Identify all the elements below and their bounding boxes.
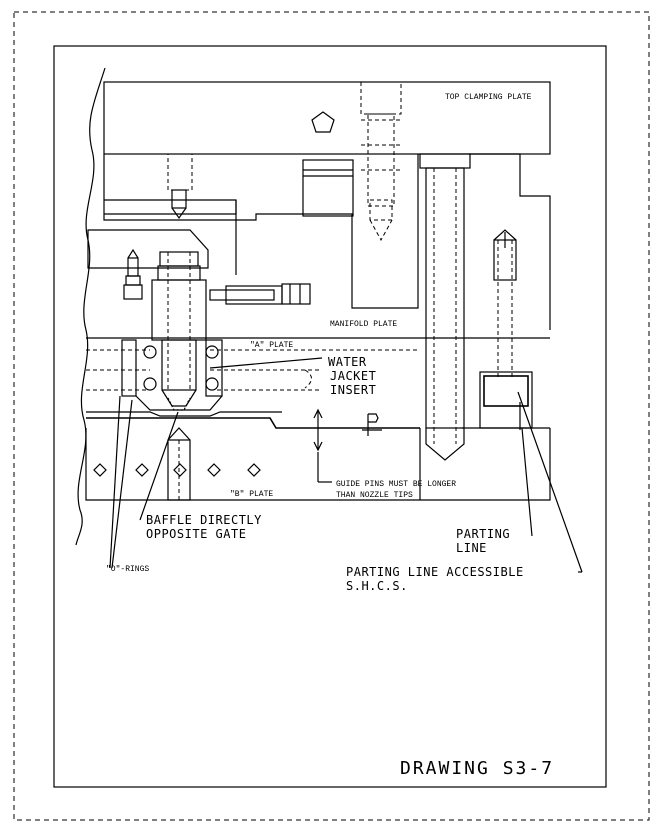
label-top-clamping-plate: TOP CLAMPING PLATE <box>445 93 532 102</box>
heater-cartridge <box>209 283 311 305</box>
label-a-plate: "A" PLATE <box>250 341 293 350</box>
manifold-inner-block <box>302 159 354 217</box>
guide-pin-large <box>419 153 471 461</box>
guide-pin-small <box>479 229 533 430</box>
label-parting-1: PARTING <box>456 527 510 541</box>
label-water: WATER <box>328 355 367 369</box>
inner-frame <box>53 45 607 788</box>
small-pin <box>123 248 143 300</box>
drawing-title: DRAWING S3-7 <box>400 758 554 779</box>
outer-dashed-border <box>13 11 650 821</box>
leader-lines <box>109 357 583 573</box>
label-parting-2: LINE <box>456 541 487 555</box>
a-plate <box>86 339 420 411</box>
label-baffle-1: BAFFLE DIRECTLY <box>146 513 262 527</box>
manifold-plate <box>103 154 419 309</box>
heater-pin <box>167 153 193 220</box>
label-o-rings: "O"-RINGS <box>106 565 149 574</box>
top-screw <box>360 81 402 242</box>
dimension-arrow <box>313 408 332 483</box>
pentagon-mark <box>311 111 335 133</box>
label-baffle-2: OPPOSITE GATE <box>146 527 246 541</box>
break-line <box>75 67 106 546</box>
label-guide-pins-1: GUIDE PINS MUST BE LONGER <box>336 480 456 489</box>
label-accessible-2: S.H.C.S. <box>346 579 408 593</box>
label-guide-pins-2: THAN NOZZLE TIPS <box>336 491 413 500</box>
top-clamping-plate <box>103 81 551 155</box>
b-plate <box>85 427 551 501</box>
label-insert: INSERT <box>330 383 376 397</box>
label-b-plate: "B" PLATE <box>230 490 273 499</box>
nozzle-assembly <box>151 251 207 411</box>
label-accessible-1: PARTING LINE ACCESSIBLE <box>346 565 524 579</box>
pl-symbol <box>362 413 382 436</box>
label-manifold-plate: MANIFOLD PLATE <box>330 320 397 329</box>
mold-assembly <box>75 67 583 573</box>
left-support-block <box>87 199 237 275</box>
label-jacket: JACKET <box>330 369 376 383</box>
